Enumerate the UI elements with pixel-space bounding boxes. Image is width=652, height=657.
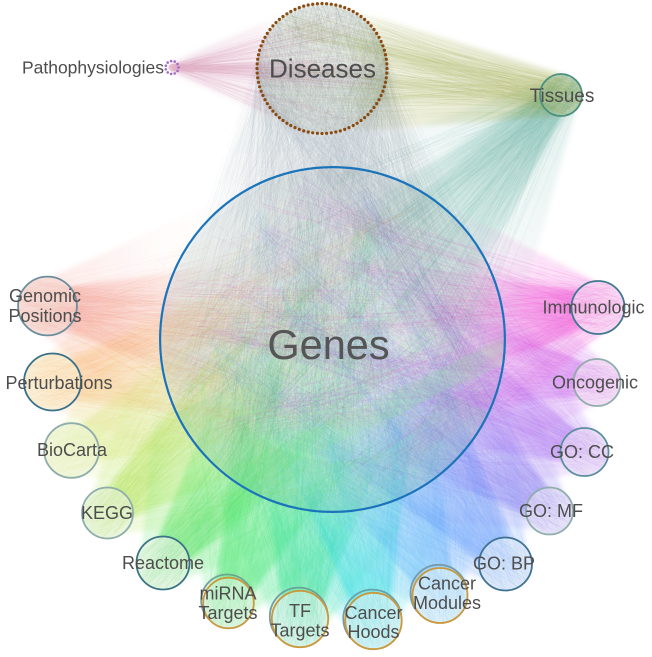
svg-text:BioCarta: BioCarta [37,440,108,460]
svg-text:Cancer: Cancer [418,574,476,594]
svg-text:Immunologic: Immunologic [542,298,644,318]
svg-text:Diseases: Diseases [269,54,376,84]
svg-text:Cancer: Cancer [344,603,402,623]
svg-text:TF: TF [289,601,311,621]
svg-text:Positions: Positions [8,306,81,326]
svg-text:Targets: Targets [270,621,329,641]
svg-text:miRNA: miRNA [200,584,257,604]
svg-text:Genes: Genes [267,321,389,368]
svg-text:GO: CC: GO: CC [550,442,614,462]
svg-text:KEGG: KEGG [81,503,133,523]
svg-text:Pathophysiologies: Pathophysiologies [22,58,164,78]
svg-text:Targets: Targets [198,603,257,623]
svg-text:Reactome: Reactome [122,553,204,573]
svg-text:GO: MF: GO: MF [519,501,583,521]
svg-text:Oncogenic: Oncogenic [552,373,638,393]
svg-text:Hoods: Hoods [347,622,399,642]
svg-text:Tissues: Tissues [530,86,595,107]
svg-text:Perturbations: Perturbations [5,373,112,393]
svg-text:Modules: Modules [413,593,481,613]
svg-text:GO: BP: GO: BP [473,554,535,574]
svg-text:Genomic: Genomic [9,286,81,306]
